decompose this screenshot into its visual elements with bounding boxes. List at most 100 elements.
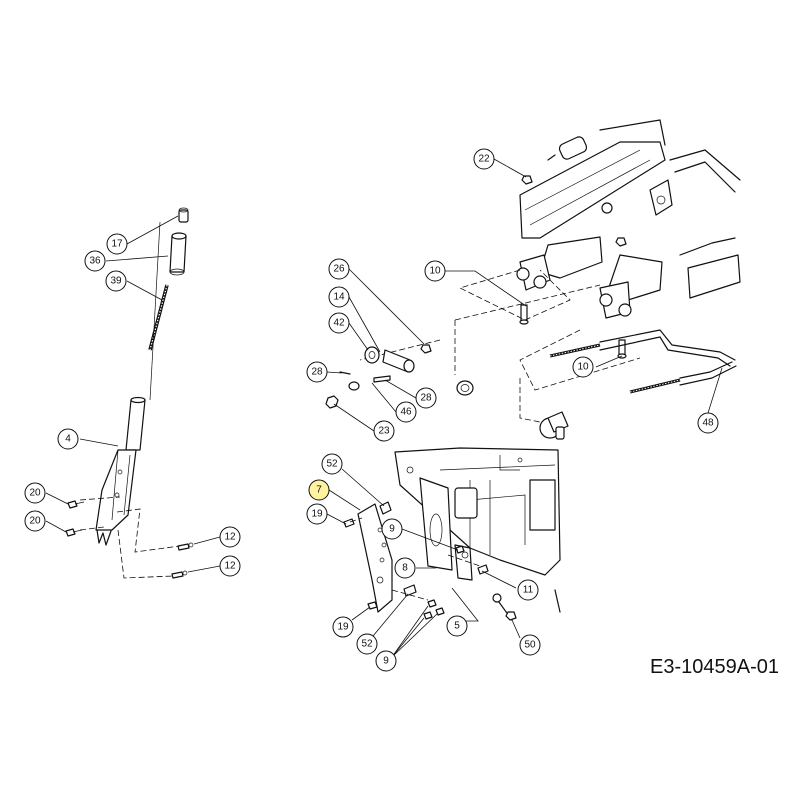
callout-c52b: 52 xyxy=(356,633,378,655)
callout-c48: 48 xyxy=(697,412,719,434)
bolt-12-upper xyxy=(177,542,194,551)
callout-c12a: 12 xyxy=(219,526,241,548)
callout-c8: 8 xyxy=(394,557,416,579)
callout-label: 19 xyxy=(337,622,349,633)
callout-label: 42 xyxy=(333,318,345,329)
callout-circle xyxy=(106,233,128,255)
callout-c10a: 10 xyxy=(424,260,446,282)
callout-c12b: 12 xyxy=(219,555,241,577)
bolt-12-lower xyxy=(171,570,188,579)
callout-label: 11 xyxy=(523,585,534,596)
callout-label: 8 xyxy=(402,563,408,574)
callout-circle xyxy=(332,616,354,638)
callout-c9b: 9 xyxy=(375,650,397,672)
callout-c36: 36 xyxy=(84,250,106,272)
steering-column-assembly xyxy=(65,207,194,579)
callout-label: 36 xyxy=(89,256,101,267)
callout-c4: 4 xyxy=(57,428,79,450)
callout-circle xyxy=(328,286,350,308)
callout-label: 10 xyxy=(577,362,589,373)
callout-label: 46 xyxy=(400,407,412,418)
callout-c28b: 28 xyxy=(415,387,437,409)
drawing-number: E3-10459A-01 xyxy=(650,656,779,678)
callout-c26: 26 xyxy=(328,258,350,280)
bolt-20-upper xyxy=(67,500,85,509)
callout-circle xyxy=(105,270,127,292)
callout-c14: 14 xyxy=(328,286,350,308)
callout-c39: 39 xyxy=(105,270,127,292)
threaded-rod-part xyxy=(148,284,169,351)
callout-circle xyxy=(328,258,350,280)
callout-label: 4 xyxy=(65,434,71,445)
callout-c50: 50 xyxy=(519,634,541,656)
callout-label: 28 xyxy=(420,393,432,404)
callout-circle xyxy=(57,428,79,450)
callout-c20a: 20 xyxy=(24,482,46,504)
callout-circle xyxy=(415,387,437,409)
callout-c20b: 20 xyxy=(24,510,46,532)
callout-label: 9 xyxy=(389,524,395,535)
callout-c10b: 10 xyxy=(572,356,594,378)
callout-c7: 7 xyxy=(308,479,330,501)
callout-c5: 5 xyxy=(446,615,468,637)
callout-label: 12 xyxy=(224,561,236,572)
callout-circle xyxy=(395,401,417,423)
callout-label: 28 xyxy=(311,367,323,378)
callout-circle xyxy=(84,250,106,272)
top-bushing-part xyxy=(178,207,189,223)
callout-label: 52 xyxy=(361,639,373,650)
callout-label: 10 xyxy=(429,266,441,277)
callout-circle xyxy=(328,312,350,334)
callout-circle xyxy=(219,526,241,548)
callout-c23: 23 xyxy=(373,420,395,442)
callout-label: 12 xyxy=(224,532,236,543)
callout-c11: 11 xyxy=(517,579,539,601)
callout-c46: 46 xyxy=(395,401,417,423)
callout-label: 26 xyxy=(333,264,345,275)
callout-label: 22 xyxy=(478,154,490,165)
callout-label: 20 xyxy=(29,516,41,527)
callout-circle xyxy=(381,518,403,540)
callout-circle xyxy=(473,148,495,170)
callout-c17: 17 xyxy=(106,233,128,255)
callout-circle xyxy=(519,634,541,656)
upper-chassis-assembly xyxy=(359,119,741,440)
callout-circle xyxy=(24,482,46,504)
callout-label: 23 xyxy=(378,426,390,437)
callout-c19b: 19 xyxy=(332,616,354,638)
callout-circle xyxy=(375,650,397,672)
callout-circle xyxy=(446,615,468,637)
callout-label: 9 xyxy=(383,656,389,667)
pivot-hardware-group xyxy=(325,344,432,409)
callout-circle xyxy=(321,453,343,475)
callout-circle xyxy=(517,579,539,601)
callout-label: 20 xyxy=(29,488,41,499)
callout-label: 39 xyxy=(110,276,122,287)
callout-circle xyxy=(373,420,395,442)
callout-label: 7 xyxy=(316,485,322,496)
callout-label: 17 xyxy=(111,239,123,250)
callout-c28a: 28 xyxy=(306,361,328,383)
callout-circle xyxy=(394,557,416,579)
callout-c22: 22 xyxy=(473,148,495,170)
callout-circle xyxy=(306,503,328,525)
callout-label: 52 xyxy=(326,459,338,470)
callout-circle xyxy=(219,555,241,577)
column-tube-part xyxy=(95,396,146,546)
lower-frame-assembly xyxy=(343,447,561,621)
bolt-20-lower xyxy=(65,528,83,537)
callout-label: 5 xyxy=(454,621,460,632)
callout-circle xyxy=(697,412,719,434)
callout-bubbles: 17 36 39 4 20 20 12 12 22 26 10 14 42 28 28 46 23 10 48 52 7… xyxy=(24,148,719,672)
callout-c19a: 19 xyxy=(306,503,328,525)
callout-label: 19 xyxy=(311,509,323,520)
callout-label: 50 xyxy=(524,640,536,651)
callout-label: 14 xyxy=(333,292,345,303)
callout-circle xyxy=(306,361,328,383)
callout-c9a: 9 xyxy=(381,518,403,540)
sleeve-part xyxy=(169,232,187,276)
callout-circle xyxy=(356,633,378,655)
leader-lines xyxy=(45,158,723,658)
callout-c52a: 52 xyxy=(321,453,343,475)
